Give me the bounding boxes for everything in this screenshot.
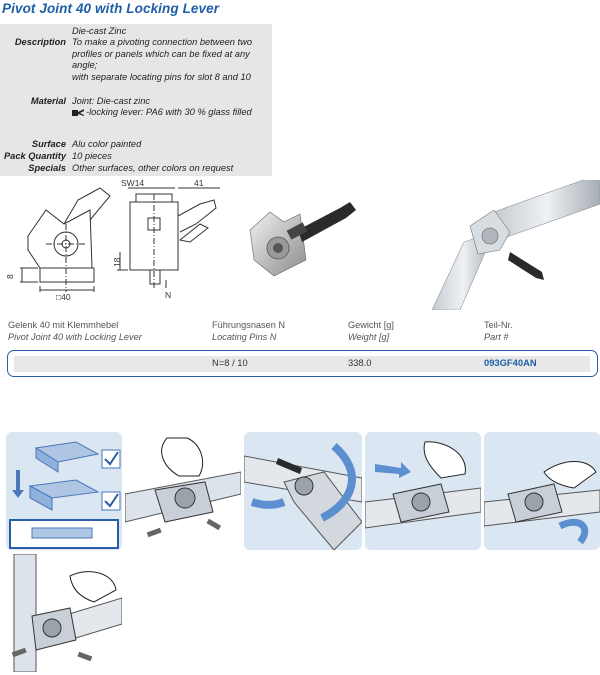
check-icon — [101, 449, 121, 469]
spec-line: with separate locating pins for slot 8 a… — [72, 71, 251, 82]
header-weight: Gewicht [g] Weight [g] — [348, 320, 394, 343]
arrow-down-icon — [12, 470, 24, 498]
technical-drawing: 8 18 □40 SW14 41 N — [5, 180, 220, 302]
spec-line: angle; — [72, 60, 98, 71]
spec-description-value: Die-cast Zinc To make a pivoting connect… — [72, 26, 268, 83]
spec-line: To make a pivoting connection between tw… — [72, 37, 253, 48]
step-1-panel — [6, 432, 122, 550]
cell-pins: N=8 / 10 — [212, 357, 248, 368]
dim-h18: 18 — [112, 257, 122, 267]
product-photo — [249, 202, 356, 277]
check-icon — [101, 491, 121, 511]
step-5-panel — [484, 432, 600, 550]
header-en: Weight [g] — [348, 331, 390, 342]
spec-pack-value: 10 pieces — [72, 151, 112, 161]
spec-line: -locking lever: PA6 with 30 % glass fill… — [72, 107, 268, 118]
product-title: Pivot Joint 40 with Locking Lever — [2, 1, 220, 16]
gripper-icon — [72, 109, 84, 117]
step-6-illustration — [11, 554, 122, 672]
dim-n: N — [165, 290, 171, 300]
rotate-arrow-icon — [558, 518, 589, 545]
step-5-illustration — [484, 461, 600, 545]
header-de: Gelenk 40 mit Klemmhebel — [8, 320, 119, 330]
spec-description-label: Description — [14, 37, 66, 47]
dim-w41: 41 — [194, 180, 204, 188]
table-row-fill — [14, 356, 590, 372]
header-en: Locating Pins N — [212, 331, 277, 342]
spec-surface-label: Surface — [31, 139, 66, 149]
step-4-illustration — [365, 441, 481, 529]
spec-material-value: Joint: Die-cast zinc -locking lever: PA6… — [72, 96, 268, 119]
dim-h8: 8 — [5, 274, 15, 279]
spec-surface-value: Alu color painted — [72, 139, 142, 149]
spec-line-text: -locking lever: PA6 with 30 % glass fill… — [86, 107, 252, 118]
spec-pack-label: Pack Quantity — [3, 151, 66, 161]
step-6-panel — [6, 554, 122, 672]
step-4-panel — [365, 432, 481, 550]
header-de: Teil-Nr. — [484, 320, 513, 330]
spec-specials-label: Specials — [28, 163, 66, 173]
header-de: Führungsnasen N — [212, 320, 286, 330]
header-en: Pivot Joint 40 with Locking Lever — [8, 331, 142, 342]
header-de: Gewicht [g] — [348, 320, 394, 330]
assembly-photo — [431, 180, 600, 310]
dim-sw14: SW14 — [121, 180, 144, 188]
product-drawings: 8 18 □40 SW14 41 N — [0, 180, 600, 310]
spec-table: Description Die-cast Zinc To make a pivo… — [0, 24, 272, 176]
spec-line: Die-cast Zinc — [72, 26, 127, 36]
cell-part-number[interactable]: 093GF40AN — [484, 357, 537, 368]
spec-line: profiles or panels which can be fixed at… — [72, 48, 250, 59]
assembly-steps — [0, 430, 600, 675]
header-part: Teil-Nr. Part # — [484, 320, 513, 343]
header-pins: Führungsnasen N Locating Pins N — [212, 320, 285, 343]
spec-line: Joint: Die-cast zinc — [72, 96, 151, 106]
rotate-arrow-icon — [250, 442, 356, 522]
push-arrow-icon — [375, 462, 411, 478]
header-product: Gelenk 40 mit Klemmhebel Pivot Joint 40 … — [8, 320, 142, 343]
step-2-panel — [125, 432, 241, 550]
spec-material-label: Material — [30, 96, 66, 106]
step-3-illustration — [244, 442, 362, 550]
table-row[interactable] — [7, 350, 598, 377]
header-en: Part # — [484, 331, 509, 342]
cell-weight: 338.0 — [348, 357, 372, 368]
parts-table-header: Gelenk 40 mit Klemmhebel Pivot Joint 40 … — [0, 320, 600, 350]
step-3-panel — [244, 432, 362, 550]
step-2-illustration — [125, 437, 241, 538]
spec-specials-value: Other surfaces, other colors on request — [72, 163, 234, 173]
dim-sq40: □40 — [56, 292, 71, 302]
step-1-illustration — [9, 441, 121, 549]
